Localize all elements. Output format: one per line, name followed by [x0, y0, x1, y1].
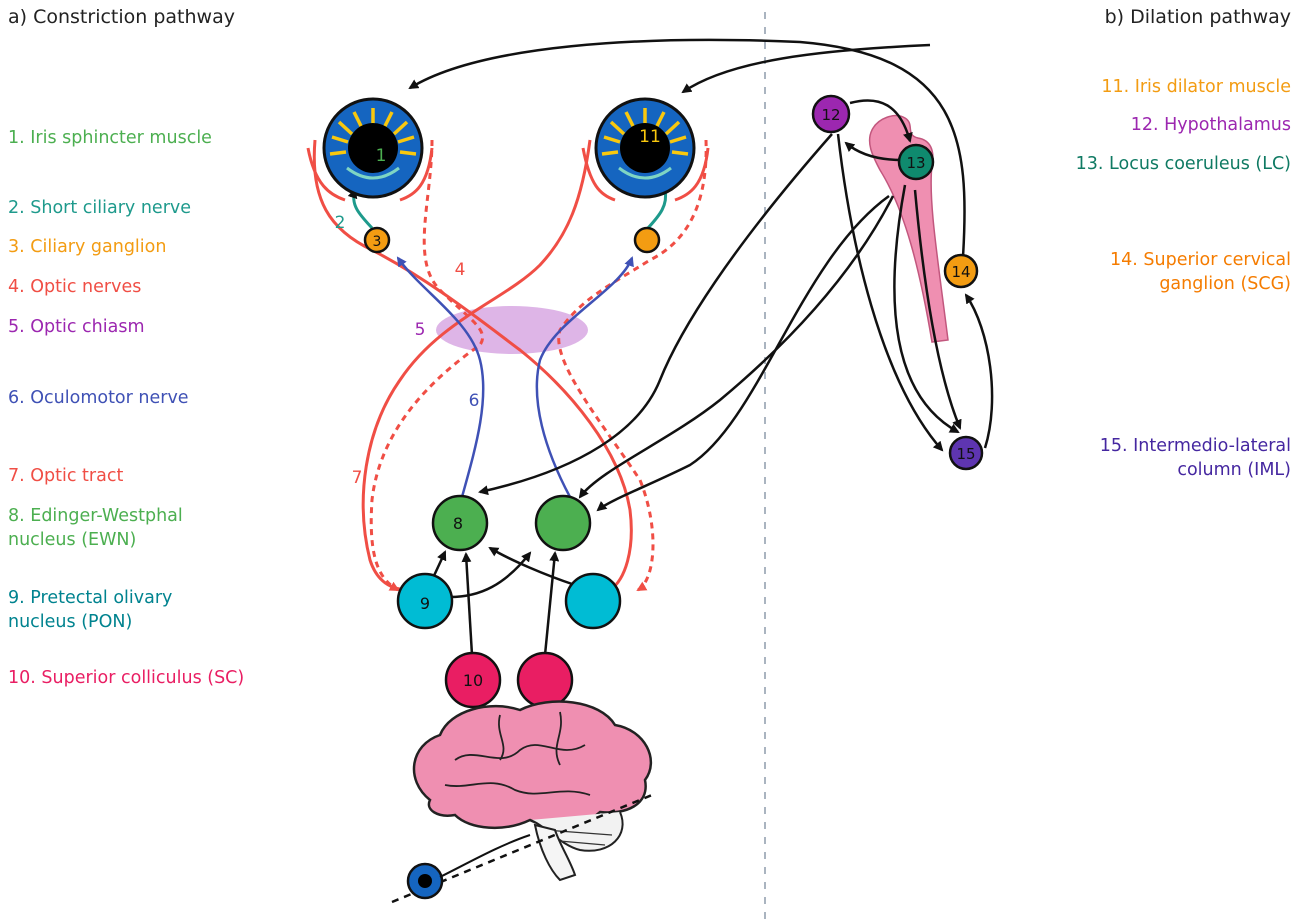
locus-coeruleus-node — [897, 143, 935, 181]
annotation-7: 7 — [352, 468, 363, 488]
annotation-5: 5 — [415, 320, 426, 340]
optic-chiasm-ellipse — [436, 306, 588, 354]
ciliary-ganglion-right — [633, 226, 661, 254]
right-iris-rays — [601, 108, 689, 156]
node-14-label: 14 — [951, 263, 970, 281]
legend-locus-coeruleus: 13. Locus coeruleus (LC) — [1075, 154, 1291, 174]
legend-optic-tract: 7. Optic tract — [8, 466, 124, 486]
annotation-2: 2 — [335, 213, 346, 233]
pon-left — [396, 572, 454, 630]
scg-node — [943, 253, 979, 289]
node-11-label: 11 — [639, 127, 661, 147]
iml-node — [948, 435, 984, 471]
node-15-label: 15 — [956, 445, 975, 463]
node-1-label: 1 — [376, 146, 387, 166]
annotation-6: 6 — [469, 391, 480, 411]
pon-right — [564, 572, 622, 630]
short-ciliary-nerves — [347, 188, 668, 230]
optic-nerves-solid — [312, 139, 633, 595]
legend-superior-cervical-ganglion: 14. Superior cervical ganglion (SCG) — [1110, 250, 1291, 294]
brain-illustration — [391, 700, 653, 904]
legend-optic-nerves: 4. Optic nerves — [8, 277, 142, 297]
right-eye: 11 — [581, 97, 710, 202]
legend-short-ciliary-nerve: 2. Short ciliary nerve — [8, 198, 192, 218]
oculomotor-nerves — [396, 256, 634, 498]
sc-left — [444, 651, 502, 709]
dilation-connectors — [408, 38, 994, 512]
legend-superior-colliculus: 10. Superior colliculus (SC) — [8, 668, 245, 688]
legend-hypothalamus: 12. Hypothalamus — [1130, 115, 1291, 135]
legend-iris-sphincter: 1. Iris sphincter muscle — [8, 128, 212, 148]
annotation-4: 4 — [455, 260, 466, 280]
legend-oculomotor-nerve: 6. Oculomotor nerve — [8, 388, 189, 408]
legend-optic-chiasm: 5. Optic chiasm — [8, 317, 145, 337]
node-9-label: 9 — [420, 594, 430, 613]
legend-iris-dilator: 11. Iris dilator muscle — [1101, 77, 1291, 97]
node-12-label: 12 — [821, 106, 840, 124]
hypothalamus-node — [811, 94, 851, 134]
node-10-label: 10 — [463, 671, 483, 690]
sc-right — [516, 651, 574, 709]
legend-ciliary-ganglion: 3. Ciliary ganglion — [8, 237, 167, 257]
legend-edinger-westphal: 8. Edinger-Westphal nucleus (EWN) — [8, 506, 183, 550]
legend-pretectal-olivary: 9. Pretectal olivary nucleus (PON) — [8, 588, 173, 632]
constriction-connectors — [430, 546, 576, 656]
node-3-label: 3 — [373, 234, 382, 250]
node-8-label: 8 — [453, 514, 463, 533]
constriction-pathway-title: a) Constriction pathway — [8, 6, 235, 28]
legend-intermediolateral-column: 15. Intermedio-lateral column (IML) — [1099, 436, 1291, 480]
ewn-left — [431, 494, 489, 552]
dilation-pathway-title: b) Dilation pathway — [1104, 6, 1291, 28]
left-eye: 1 — [306, 97, 434, 202]
ewn-right — [534, 494, 592, 552]
node-13-label: 13 — [906, 154, 925, 172]
ciliary-ganglion-left — [363, 226, 391, 254]
